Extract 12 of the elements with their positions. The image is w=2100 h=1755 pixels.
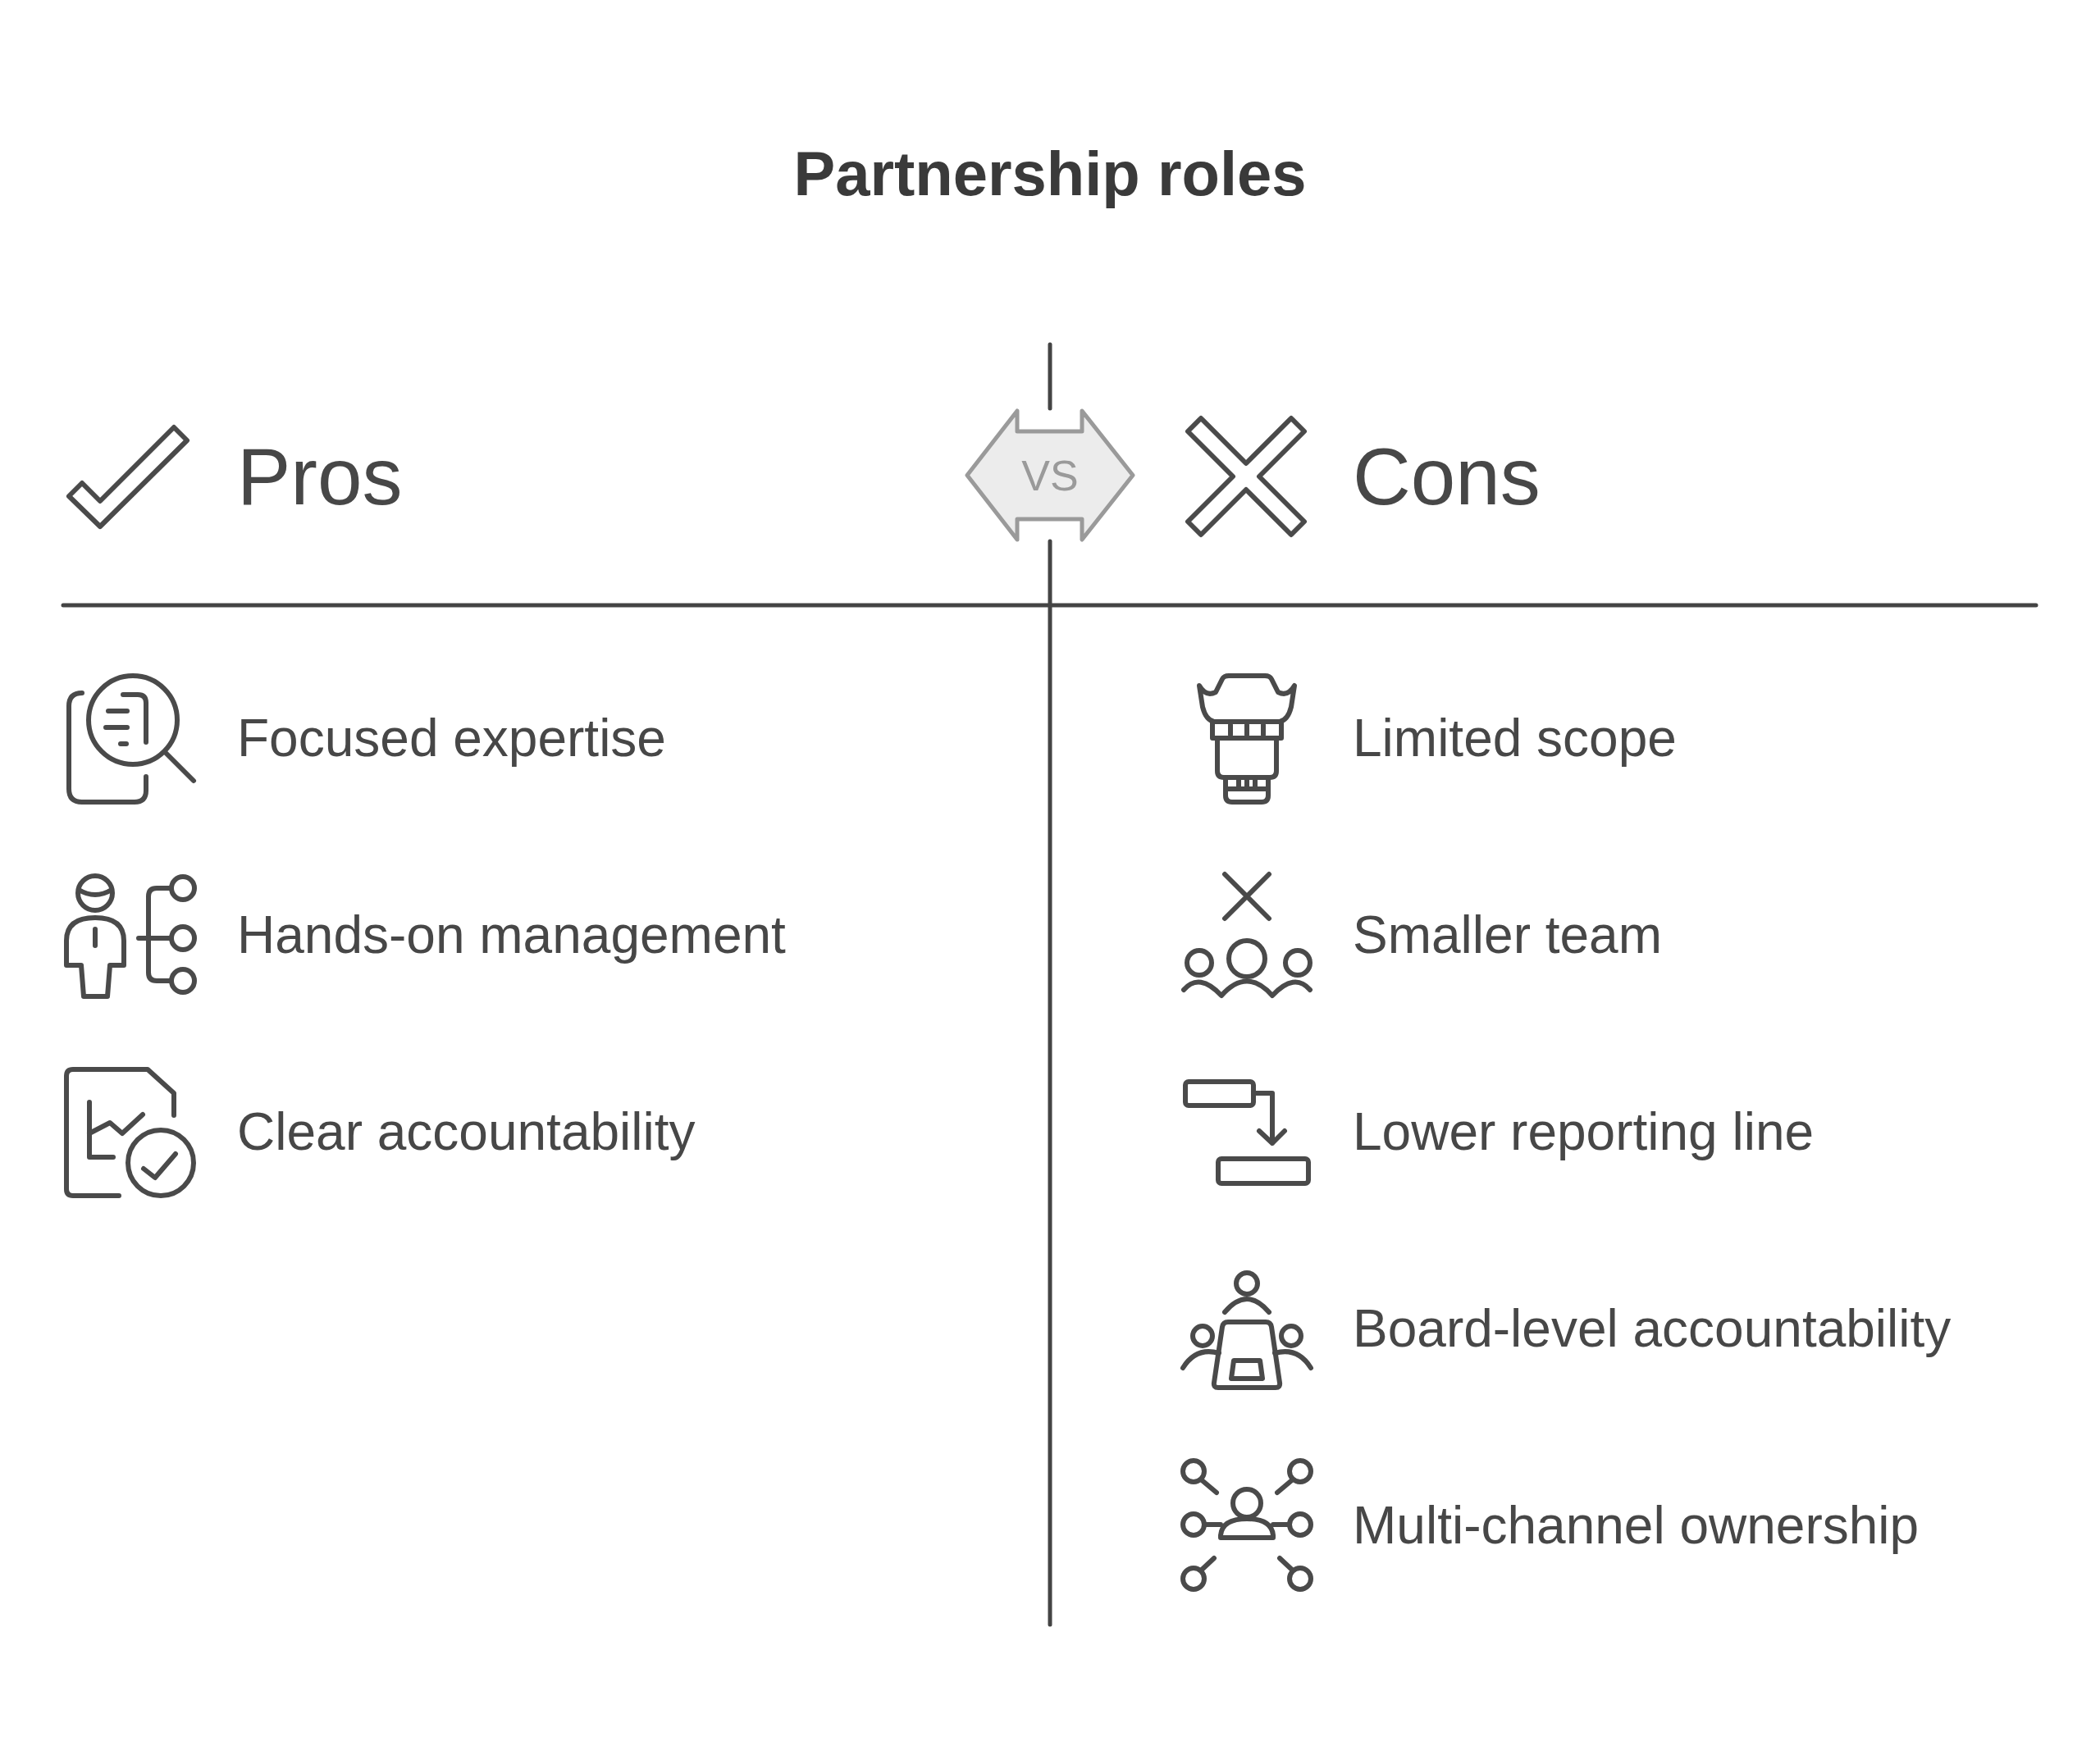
list-item: Hands-on management <box>237 905 786 966</box>
diagram-title: Partnership roles <box>793 138 1307 210</box>
column-heading: Pros <box>237 430 403 523</box>
list-item: Lower reporting line <box>1353 1102 1815 1163</box>
column-heading: Cons <box>1353 430 1541 523</box>
list-item: Focused expertise <box>237 709 666 769</box>
list-item: Multi-channel ownership <box>1353 1496 1920 1557</box>
vs-double-arrow: VS <box>965 408 1135 542</box>
list-item: Smaller team <box>1353 905 1662 966</box>
list-item: Board-level accountability <box>1353 1299 1952 1360</box>
list-item: Limited scope <box>1353 709 1677 769</box>
list-item: Clear accountability <box>237 1102 696 1163</box>
